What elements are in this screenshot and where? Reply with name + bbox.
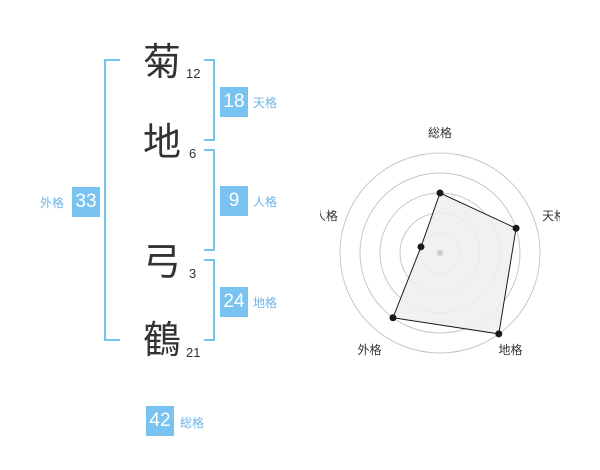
gaikaku-bracket bbox=[104, 59, 120, 341]
chikaku-label: 地格 bbox=[253, 296, 278, 310]
radar-chart: 総格天格地格 外格 人格 bbox=[320, 125, 560, 357]
chikaku-bracket bbox=[204, 259, 215, 341]
data-point bbox=[436, 189, 444, 197]
data-point bbox=[495, 330, 503, 338]
jinkaku-label: 人格 bbox=[253, 195, 278, 209]
gaikaku-badge: 33 bbox=[72, 187, 100, 217]
stroke-count-3: 3 bbox=[189, 266, 197, 281]
soukaku-badge: 42 bbox=[146, 406, 174, 436]
axis-label: 地格 bbox=[499, 342, 523, 357]
stroke-count-4: 21 bbox=[186, 345, 201, 360]
center-dot bbox=[437, 250, 443, 256]
chikaku-badge: 24 bbox=[220, 287, 248, 317]
tenkaku-bracket bbox=[204, 59, 215, 141]
jinkaku-badge: 9 bbox=[220, 186, 248, 216]
tenkaku-label: 天格 bbox=[253, 96, 278, 110]
stroke-count-1: 12 bbox=[186, 66, 201, 81]
soukaku-label: 総格 bbox=[180, 416, 205, 430]
name-char-2: 地 bbox=[142, 120, 181, 164]
gaikaku-label: 外格 bbox=[40, 196, 65, 210]
name-char-3: 弓 bbox=[142, 240, 181, 284]
jinkaku-bracket bbox=[204, 149, 215, 251]
name-char-1: 菊 bbox=[142, 40, 181, 84]
data-point bbox=[512, 224, 520, 232]
grid-ring bbox=[359, 172, 521, 334]
tenkaku-badge: 18 bbox=[220, 87, 248, 117]
data-polygon bbox=[392, 192, 517, 335]
stroke-count-2: 6 bbox=[189, 146, 197, 161]
data-point bbox=[389, 314, 397, 322]
axis-label: 総格 bbox=[428, 125, 452, 140]
axis-label: 人格 bbox=[320, 208, 338, 223]
grid-ring bbox=[339, 152, 541, 354]
data-point bbox=[417, 243, 425, 251]
axis-label: 外格 bbox=[357, 342, 381, 357]
axis-label: 天格 bbox=[542, 208, 560, 223]
name-char-4: 鶴 bbox=[142, 318, 181, 362]
